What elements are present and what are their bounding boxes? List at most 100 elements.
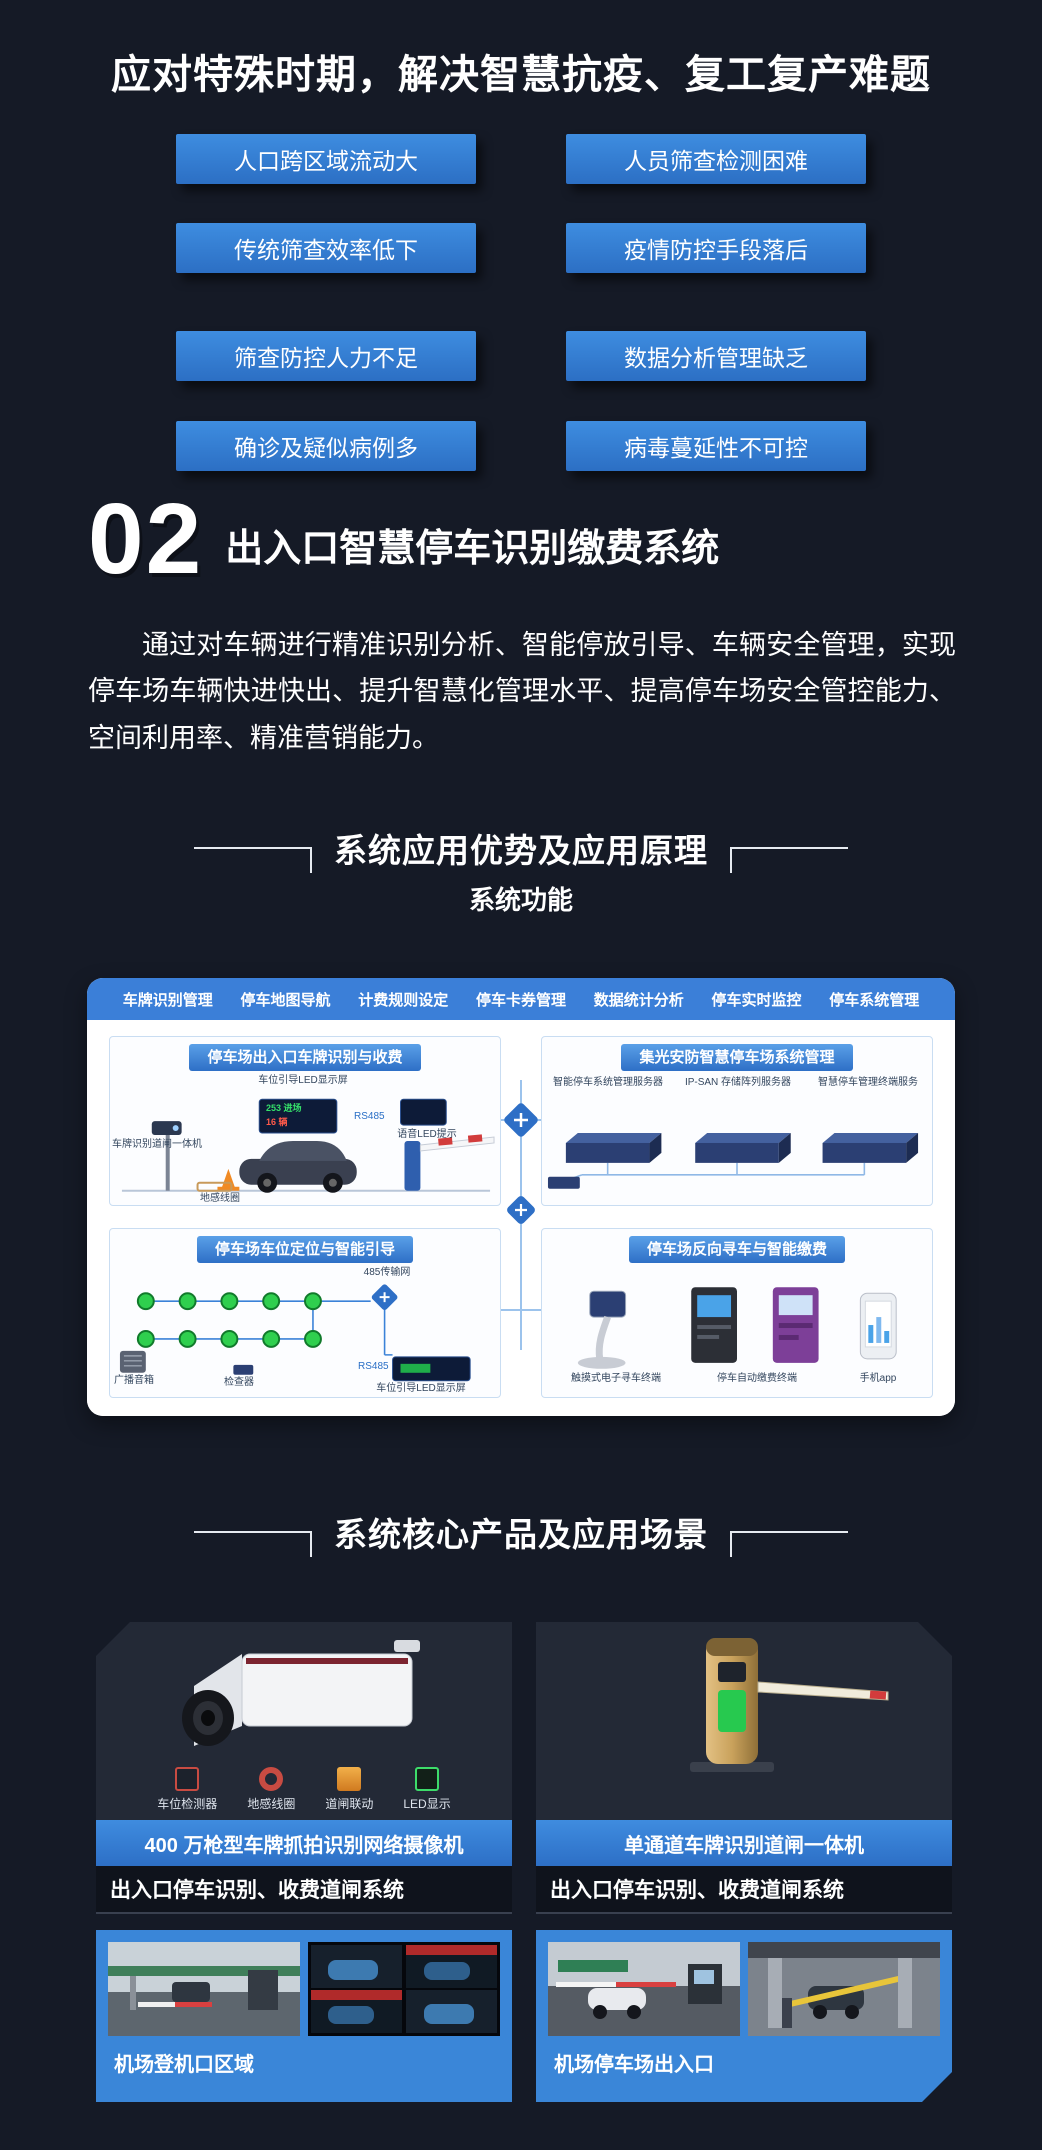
rs485-label: RS485 [358, 1361, 389, 1372]
decor-line-right [730, 1531, 848, 1557]
panel-entrance-title: 停车场出入口车牌识别与收费 [189, 1044, 421, 1071]
led-display-icon [415, 1767, 440, 1791]
photo-garage-exit [748, 1942, 940, 2036]
tab-billing-rules[interactable]: 计费规则设定 [358, 991, 449, 1009]
voice-led-label: 语音LED提示 [397, 1129, 457, 1140]
section-title: 出入口智慧停车识别缴费系统 [225, 528, 720, 570]
photo-monitoring-grid [308, 1942, 500, 2036]
switch-icon [371, 1284, 398, 1311]
barrier-gate-image [594, 1628, 894, 1778]
problem-button-8[interactable]: 病毒蔓延性不可控 [566, 421, 866, 471]
tab-realtime-monitor[interactable]: 停车实时监控 [711, 991, 802, 1009]
camera-system-name: 出入口停车识别、收费道闸系统 [96, 1866, 512, 1914]
camera-product-name: 400 万枪型车牌抓拍识别网络摄像机 [96, 1820, 512, 1866]
feature-parking-detector: 车位检测器 [157, 1767, 217, 1812]
photo-airport-gate [108, 1942, 300, 2036]
problem-button-1[interactable]: 人口跨区域流动大 [176, 134, 476, 184]
gate-scene-panel: 机场停车场出入口 [536, 1930, 952, 2102]
gate-product-name: 单通道车牌识别道闸一体机 [536, 1820, 952, 1866]
feature-ground-loop: 地感线圈 [247, 1767, 295, 1812]
panel-find-and-pay: 停车场反向寻车与智能缴费 [541, 1228, 933, 1398]
guidance-led-label: 车位引导LED显示屏 [376, 1383, 466, 1394]
server-icon [565, 1133, 662, 1163]
feature-label: 车位检测器 [157, 1797, 218, 1811]
panel-management-title: 集光安防智慧停车场系统管理 [621, 1044, 853, 1071]
led-value-green: 253 进场 [266, 1103, 302, 1113]
led-screen-icon [392, 1356, 471, 1382]
payment-kiosk-icon [691, 1287, 737, 1363]
tab-system-management[interactable]: 停车系统管理 [829, 991, 920, 1009]
feature-label: 道闸联动 [325, 1797, 374, 1811]
page-title: 应对特殊时期，解决智慧抗疫、复工复产难题 [111, 53, 931, 97]
ground-loop-icon [259, 1767, 284, 1791]
network-connector-lines [501, 1080, 541, 1350]
led-display-label: 车位引导LED显示屏 [258, 1075, 348, 1086]
product-card-camera: 车位检测器 地感线圈 道闸联动 LED显示 [96, 1622, 512, 1820]
feature-label: LED显示 [403, 1797, 451, 1811]
panel-payment-title: 停车场反向寻车与智能缴费 [628, 1236, 845, 1263]
ground-loop-label: 地感线圈 [200, 1193, 240, 1204]
detector-icon [233, 1364, 254, 1375]
tab-coupon-management[interactable]: 停车卡券管理 [475, 991, 566, 1009]
problem-button-3[interactable]: 传统筛查效率低下 [176, 223, 476, 273]
gate-scene-label: 机场停车场出入口 [554, 2054, 714, 2076]
feature-gate-linkage: 道闸联动 [325, 1767, 373, 1812]
payment-terminals-illustration [577, 1287, 897, 1369]
server1-label: 智能停车系统管理服务器 [553, 1077, 663, 1088]
panel-guidance-title: 停车场车位定位与智能引导 [196, 1236, 413, 1263]
gate-linkage-icon [337, 1767, 362, 1791]
camera-feature-row: 车位检测器 地感线圈 道闸联动 LED显示 [96, 1767, 512, 1812]
server3-label: 智慧停车管理终端服务 [818, 1077, 918, 1088]
photo-parking-entrance [548, 1942, 740, 2036]
bus-network-label: 485传输网 [363, 1267, 411, 1278]
rs485-label: RS485 [354, 1111, 385, 1122]
parking-detector-icon [175, 1767, 200, 1791]
detector-label: 检查器 [224, 1377, 254, 1388]
problem-button-6[interactable]: 数据分析管理缺乏 [566, 331, 866, 381]
decor-line-left [194, 1531, 312, 1557]
feature-led-display: LED显示 [403, 1767, 451, 1812]
query-kiosk-label: 触摸式电子寻车终端 [571, 1373, 661, 1384]
tab-map-navigation[interactable]: 停车地图导航 [240, 991, 331, 1009]
products-title: 系统核心产品及应用场景 [334, 1516, 708, 1553]
payment-kiosk-label: 停车自动缴费终端 [717, 1373, 797, 1384]
bullet-camera-image [182, 1640, 420, 1746]
guidance-led-nodes [136, 1292, 322, 1348]
camera-scene-panel: 机场登机口区域 [96, 1930, 512, 2102]
panel-space-guidance: 停车场车位定位与智能引导 [109, 1228, 501, 1398]
section-02-heading: 02 出入口智慧停车识别缴费系统 [88, 483, 720, 595]
phone-app-label: 手机app [859, 1373, 897, 1384]
servers-illustration [547, 1133, 919, 1189]
server-icon [695, 1133, 791, 1163]
problem-button-4[interactable]: 疫情防控手段落后 [566, 223, 866, 273]
problem-button-2[interactable]: 人员筛查检测困难 [566, 134, 866, 184]
advantages-title: 系统应用优势及应用原理 [334, 832, 708, 869]
tab-plate-recognition[interactable]: 车牌识别管理 [122, 991, 213, 1009]
panel-entrance-recognition: 停车场出入口车牌识别与收费 [109, 1036, 501, 1206]
tab-data-statistics[interactable]: 数据统计分析 [593, 991, 684, 1009]
speaker-label: 广播音箱 [114, 1375, 154, 1386]
problem-button-5[interactable]: 筛查防控人力不足 [176, 331, 476, 381]
system-diagram: 停车场出入口车牌识别与收费 [87, 1020, 955, 1416]
router-icon [507, 1196, 535, 1224]
product-card-barrier-gate [536, 1622, 952, 1820]
camera-scene-label: 机场登机口区域 [114, 2054, 254, 2076]
plate-camera-label: 车牌识别道闸一体机 [112, 1139, 202, 1150]
server2-label: IP-SAN 存储阵列服务器 [684, 1077, 792, 1088]
decor-line-left [194, 847, 312, 873]
platform-tabbar: 车牌识别管理 停车地图导航 计费规则设定 停车卡券管理 数据统计分析 停车实时监… [87, 978, 955, 1020]
section-intro-paragraph: 通过对车辆进行精准识别分析、智能停放引导、车辆安全管理，实现停车场车辆快进快出、… [88, 630, 956, 753]
router-icon [504, 1103, 538, 1137]
products-header: 系统核心产品及应用场景 [0, 1508, 1042, 1557]
gate-system-name: 出入口停车识别、收费道闸系统 [536, 1866, 952, 1914]
led-value-red: 16 辆 [266, 1117, 288, 1127]
section-number: 02 [88, 483, 204, 595]
query-kiosk-icon [577, 1290, 627, 1369]
guidance-network-illustration [119, 1284, 471, 1382]
server-icon [822, 1133, 919, 1163]
problem-button-7[interactable]: 确诊及疑似病例多 [176, 421, 476, 471]
entrance-scene-illustration [121, 1098, 495, 1193]
system-function-card: 车牌识别管理 停车地图导航 计费规则设定 停车卡券管理 数据统计分析 停车实时监… [87, 978, 955, 1416]
advantages-header: 系统应用优势及应用原理 系统功能 [0, 824, 1042, 917]
